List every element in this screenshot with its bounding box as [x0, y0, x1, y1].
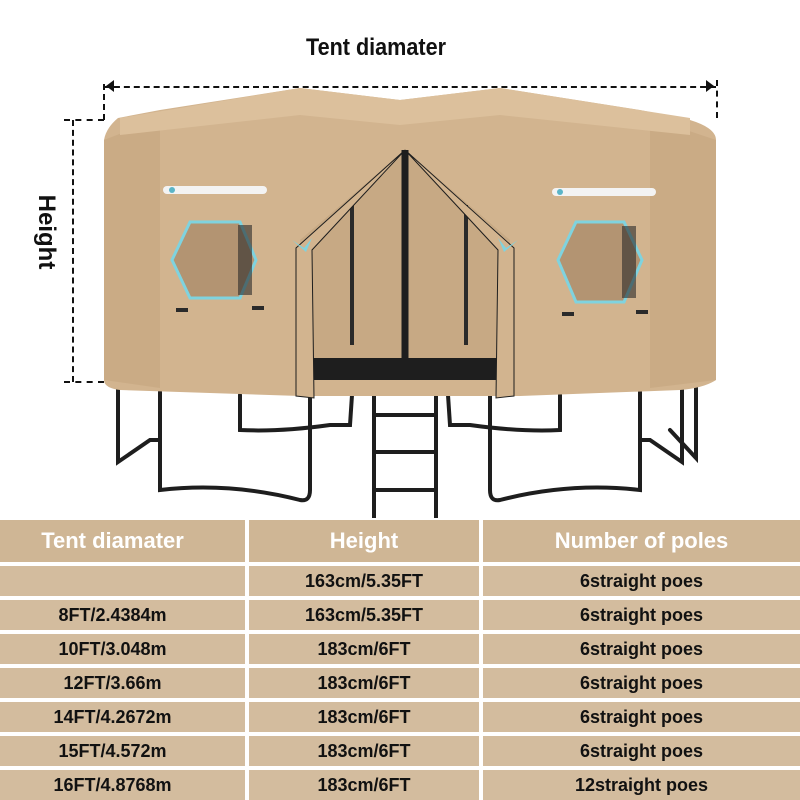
cell-diameter — [0, 566, 245, 596]
spec-table: Tent diamater Height Number of poles 163… — [0, 520, 800, 800]
cell-height: 163cm/5.35FT — [249, 566, 479, 596]
cell-text: 12FT/3.66m — [63, 672, 162, 693]
cell-diameter: 15FT/4.572m — [0, 736, 245, 766]
cell-poles: 6straight poes — [483, 600, 800, 630]
tie-left-icon — [292, 238, 312, 252]
cell-text: 10FT/3.048m — [58, 638, 167, 659]
cell-text: 183cm/6FT — [317, 706, 411, 727]
cell-poles: 6straight poes — [483, 702, 800, 732]
ladder-icon — [372, 380, 438, 518]
cell-text: 183cm/6FT — [317, 672, 411, 693]
diameter-right-tick — [716, 80, 718, 118]
header-label: Height — [329, 528, 399, 553]
cell-poles: 12straight poes — [483, 770, 800, 800]
header-tent-diameter: Tent diamater — [0, 520, 245, 562]
height-dimension-line — [72, 120, 74, 382]
cell-text: 8FT/2.4384m — [58, 604, 167, 625]
header-label: Number of poles — [554, 528, 729, 553]
height-top-tick — [64, 119, 104, 121]
cell-diameter: 12FT/3.66m — [0, 668, 245, 698]
cell-text: 15FT/4.572m — [58, 740, 167, 761]
cell-text: 6straight poes — [579, 740, 704, 761]
cell-poles: 6straight poes — [483, 668, 800, 698]
table-row: 8FT/2.4384m 163cm/5.35FT 6straight poes — [0, 600, 800, 630]
cell-text: 6straight poes — [579, 604, 704, 625]
table-row: 15FT/4.572m 183cm/6FT 6straight poes — [0, 736, 800, 766]
cell-poles: 6straight poes — [483, 634, 800, 664]
cell-height: 183cm/6FT — [249, 770, 479, 800]
cell-text: 16FT/4.8768m — [53, 774, 172, 795]
cell-poles: 6straight poes — [483, 566, 800, 596]
cell-text: 6straight poes — [579, 706, 704, 727]
diameter-dimension-line — [104, 86, 716, 88]
table-row: 12FT/3.66m 183cm/6FT 6straight poes — [0, 668, 800, 698]
trampoline-tent-illustration — [104, 88, 716, 518]
cell-text: 183cm/6FT — [317, 638, 411, 659]
cell-text: 12straight poes — [574, 774, 709, 795]
cell-height: 163cm/5.35FT — [249, 600, 479, 630]
cell-text: 6straight poes — [579, 570, 704, 591]
table-header-row: Tent diamater Height Number of poles — [0, 520, 800, 562]
table-row: 163cm/5.35FT 6straight poes — [0, 566, 800, 596]
trampoline-frame-icon — [116, 382, 698, 503]
right-window-icon — [552, 188, 656, 316]
cell-diameter: 10FT/3.048m — [0, 634, 245, 664]
header-number-of-poles: Number of poles — [483, 520, 800, 562]
header-label: Tent diamater — [41, 528, 184, 553]
table-row: 14FT/4.2672m 183cm/6FT 6straight poes — [0, 702, 800, 732]
left-window-icon — [163, 186, 267, 312]
cell-diameter: 8FT/2.4384m — [0, 600, 245, 630]
arrow-right-icon — [706, 80, 714, 92]
cell-height: 183cm/6FT — [249, 634, 479, 664]
arrow-left-icon — [106, 80, 114, 92]
cell-text: 6straight poes — [579, 672, 704, 693]
cell-poles: 6straight poes — [483, 736, 800, 766]
diameter-left-tick — [103, 84, 105, 120]
header-height: Height — [249, 520, 479, 562]
cell-height: 183cm/6FT — [249, 668, 479, 698]
cell-diameter: 16FT/4.8768m — [0, 770, 245, 800]
table-row: 16FT/4.8768m 183cm/6FT 12straight poes — [0, 770, 800, 800]
cell-height: 183cm/6FT — [249, 736, 479, 766]
cell-text: 163cm/5.35FT — [304, 570, 424, 591]
tie-right-icon — [498, 238, 518, 252]
cell-text: 163cm/5.35FT — [304, 604, 424, 625]
height-bottom-tick — [64, 381, 104, 383]
table-row: 10FT/3.048m 183cm/6FT 6straight poes — [0, 634, 800, 664]
cell-text: 183cm/6FT — [317, 740, 411, 761]
cell-text: 14FT/4.2672m — [53, 706, 172, 727]
cell-diameter: 14FT/4.2672m — [0, 702, 245, 732]
tent-diameter-label: Tent diamater — [305, 34, 447, 61]
cell-text: 6straight poes — [579, 638, 704, 659]
cell-height: 183cm/6FT — [249, 702, 479, 732]
cell-text: 183cm/6FT — [317, 774, 411, 795]
